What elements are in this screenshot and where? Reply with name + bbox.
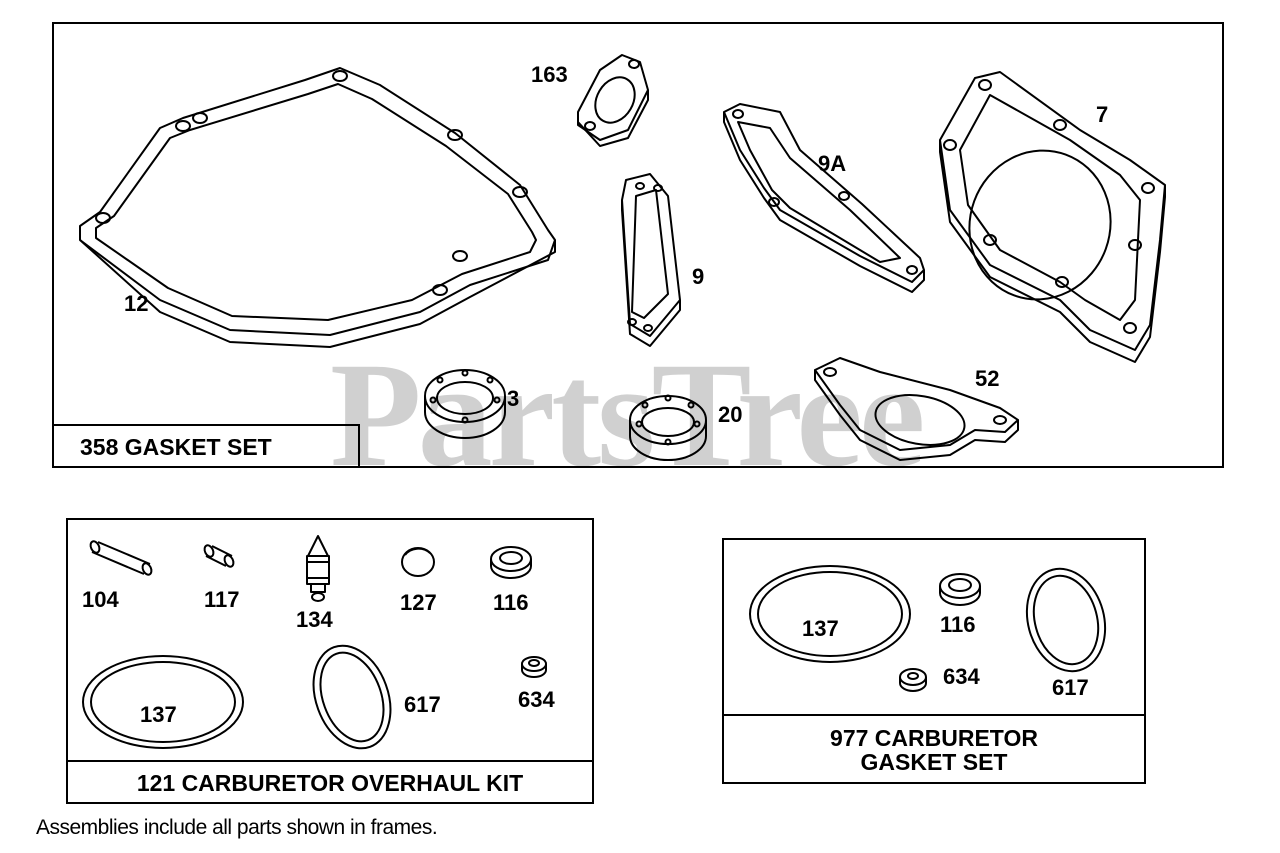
o-ring-617-set <box>1025 567 1107 673</box>
welch-plug-127 <box>401 547 435 577</box>
assemblies-footnote: Assemblies include all parts shown in fr… <box>36 816 438 839</box>
oil-seal-3 <box>424 369 506 439</box>
part-label-52: 52 <box>975 366 1000 391</box>
part-label-634-set: 634 <box>943 664 980 689</box>
oil-seal-20 <box>629 394 707 461</box>
gasket-9a <box>723 103 925 293</box>
part-label-12: 12 <box>124 291 149 316</box>
carb-gasket-set-title-line2: GASKET SET <box>860 749 1008 775</box>
o-ring-617-kit <box>312 644 392 750</box>
washer-634-kit <box>521 656 547 678</box>
gasket-set-title-box: 358 GASKET SET <box>52 424 360 468</box>
part-label-127: 127 <box>400 590 437 615</box>
exhaust-gasket-52 <box>814 357 1019 461</box>
o-ring-137-kit <box>82 655 244 749</box>
gasket-163 <box>577 54 649 147</box>
crankcase-gasket-12 <box>79 67 556 348</box>
part-label-617-set: 617 <box>1052 675 1089 700</box>
part-label-617-kit: 617 <box>404 692 441 717</box>
part-label-20: 20 <box>718 402 743 427</box>
part-label-137-kit: 137 <box>140 702 177 727</box>
pin-104 <box>89 540 153 576</box>
washer-116-set <box>939 573 981 606</box>
overhaul-kit-title-box: 121 CARBURETOR OVERHAUL KIT <box>66 760 594 804</box>
overhaul-kit-frame <box>66 518 594 804</box>
carb-gasket-set-title-line1: 977 CARBURETOR <box>830 724 1038 751</box>
part-label-634-kit: 634 <box>518 687 555 712</box>
part-label-3: 3 <box>507 386 520 411</box>
part-label-104: 104 <box>82 587 119 612</box>
part-label-9a: 9A <box>818 151 847 176</box>
part-label-7: 7 <box>1096 102 1109 127</box>
part-label-116-kit: 116 <box>493 590 529 615</box>
part-label-137-set: 137 <box>802 616 839 641</box>
part-label-116-set: 116 <box>940 612 976 637</box>
carb-gasket-set-title-box: 977 CARBURETOR GASKET SET <box>722 714 1146 784</box>
gasket-set-frame <box>52 22 1224 468</box>
overhaul-kit-title: 121 CARBURETOR OVERHAUL KIT <box>136 769 524 796</box>
head-gasket-7 <box>939 71 1166 363</box>
part-label-117: 117 <box>204 587 240 612</box>
washer-116-kit <box>490 546 532 579</box>
needle-valve-134 <box>306 535 330 602</box>
o-ring-137-set <box>749 565 911 663</box>
pin-117 <box>203 544 235 568</box>
washer-634-set <box>899 668 927 692</box>
part-label-9: 9 <box>692 264 705 289</box>
part-label-163: 163 <box>531 62 568 87</box>
carb-gasket-set-frame <box>722 538 1146 784</box>
gasket-set-title: 358 GASKET SET <box>80 433 272 460</box>
gasket-9 <box>621 173 681 347</box>
part-label-134: 134 <box>296 607 333 632</box>
